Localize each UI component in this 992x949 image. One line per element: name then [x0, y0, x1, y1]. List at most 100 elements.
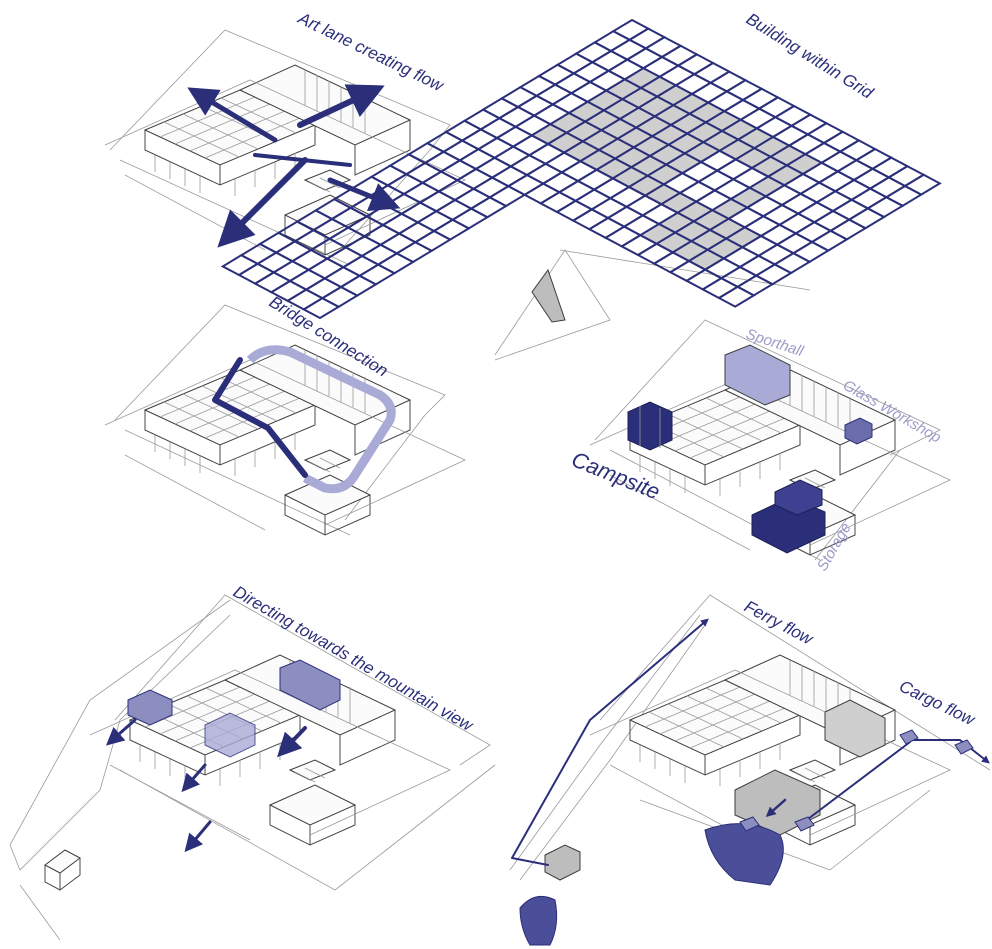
campsite-label: Campsite: [568, 446, 664, 504]
grid-cell: [401, 181, 441, 204]
grid-cell: [457, 148, 497, 171]
grid-cell: [388, 153, 428, 176]
grid-cell: [434, 198, 474, 221]
grid-cell: [487, 185, 527, 208]
grid-cell: [761, 203, 801, 226]
grid-cell: [494, 125, 534, 148]
grid-cell: [406, 142, 446, 165]
storage-hall: [824, 699, 886, 758]
pavilion-footprint: [531, 268, 566, 323]
grid-cell: [471, 176, 511, 199]
grid-cell: [838, 139, 878, 162]
grid-cell: [524, 162, 564, 185]
grid-cell: [724, 79, 764, 102]
sporthall-block: [724, 344, 791, 406]
grid-cell: [833, 178, 873, 201]
grid-cell: [716, 285, 756, 308]
ferry-ship: [519, 895, 558, 946]
grid-cell: [404, 161, 444, 184]
grid-cell: [399, 201, 439, 224]
grid-cell: [253, 271, 293, 294]
grid-cell: [819, 150, 859, 173]
grid-cell: [394, 241, 434, 264]
glass-workshop-block: [844, 417, 873, 445]
grid-cell: [684, 268, 724, 291]
grid-cell: [789, 113, 829, 136]
grid-cell: [443, 119, 483, 142]
grid-cell: [508, 154, 548, 177]
grid-cell: [571, 61, 611, 84]
grid-cell: [320, 285, 360, 308]
grid-cell: [814, 190, 854, 213]
grid-cell: [397, 221, 437, 244]
grid-cell: [758, 223, 798, 246]
grid-cell: [676, 53, 716, 76]
grid-cell: [692, 61, 732, 84]
grid-cell: [415, 210, 455, 233]
grid-cell: [343, 235, 383, 258]
grid-cell: [700, 277, 740, 300]
cargo-flow-label: Cargo flow: [896, 677, 979, 730]
grid-cell: [659, 44, 699, 67]
grid-cell: [518, 74, 558, 97]
grid-cell: [849, 187, 889, 210]
cargo-ship: [704, 823, 784, 886]
grid-cell: [553, 72, 593, 95]
grid-cell: [851, 167, 891, 190]
grid-cell: [420, 170, 460, 193]
grid-cell: [821, 130, 861, 153]
grid-cell: [499, 86, 539, 109]
grid-cell: [627, 27, 667, 50]
grid-cell: [308, 237, 348, 260]
grid-cell: [515, 94, 555, 117]
grid-cell: [220, 254, 260, 277]
grid-cell: [376, 252, 416, 275]
grid-cell: [870, 156, 910, 179]
grid-cell: [902, 173, 942, 196]
panel-flows: Ferry flow Cargo flow: [509, 594, 991, 946]
grid-cell: [798, 181, 838, 204]
grid-cell: [271, 260, 311, 283]
grid-cell: [304, 277, 344, 300]
grid-cell: [506, 173, 546, 196]
grid-cell: [625, 47, 665, 70]
structural-grid: [220, 18, 942, 320]
grid-cell: [603, 225, 643, 248]
grid-cell: [359, 243, 399, 266]
grid-cell: [236, 262, 276, 285]
grid-cell: [476, 136, 516, 159]
grid-cell: [791, 240, 831, 263]
grid-cell: [341, 254, 381, 277]
grid-cell: [708, 70, 748, 93]
grid-cell: [378, 232, 418, 255]
grid-cell: [441, 139, 481, 162]
grid-cell: [541, 171, 581, 194]
grid-cell: [777, 212, 817, 235]
panel-bridge: Bridge connection: [104, 292, 466, 536]
grid-cell: [287, 268, 327, 291]
grid-cell: [380, 212, 420, 235]
grid-cell: [301, 297, 341, 320]
grid-cell: [643, 36, 683, 59]
grid-cell: [536, 63, 576, 86]
grid-cell: [478, 117, 518, 140]
grid-cell: [793, 221, 833, 244]
grid-cell: [696, 169, 736, 192]
grid-cell: [450, 207, 490, 230]
grid-cell: [338, 274, 378, 297]
grid-cell: [418, 190, 458, 213]
grid-cell: [554, 199, 594, 222]
flow-lines: [511, 618, 990, 866]
grid-cell: [571, 208, 611, 231]
grid-cell: [796, 201, 836, 224]
grid-cell: [835, 159, 875, 182]
grid-cell: [886, 165, 926, 188]
grid-cell: [590, 49, 630, 72]
grid-cell: [473, 156, 513, 179]
grid-cell: [497, 105, 537, 128]
grid-cell: [425, 130, 465, 153]
grid-cell: [847, 207, 887, 230]
grid-cell: [492, 145, 532, 168]
campsite-block: [627, 401, 673, 451]
